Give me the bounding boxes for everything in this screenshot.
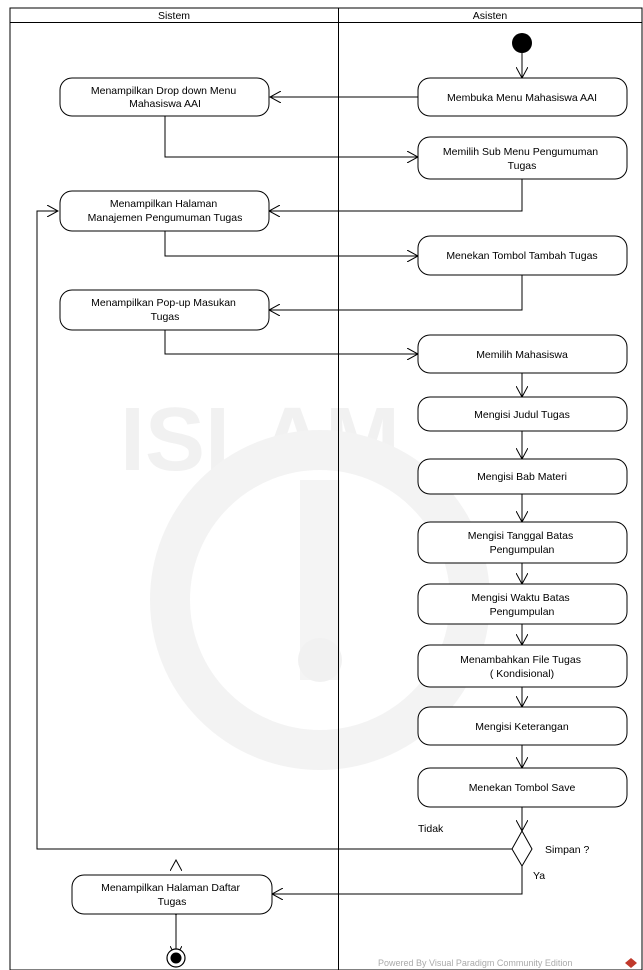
node-open-menu	[417, 77, 628, 117]
edge-manage-page-to-add	[164, 231, 418, 256]
node-add-file	[417, 644, 628, 688]
edge-decision-no-loop	[36, 211, 512, 850]
decision-yes-label: Ya	[533, 870, 545, 882]
node-choose-student-label: Memilih Mahasiswa	[476, 349, 568, 361]
node-show-task-list	[71, 874, 273, 915]
node-press-save-label: Menekan Tombol Save	[469, 782, 576, 794]
edge-decision-yes	[272, 866, 523, 894]
edge-dropdown-to-sub-menu	[164, 116, 418, 157]
node-show-manage-label: Menampilkan Halaman Manajemen Pengumuman…	[88, 198, 243, 224]
node-fill-chapter	[417, 458, 628, 495]
node-fill-title	[417, 396, 628, 432]
node-fill-note	[417, 706, 628, 746]
node-fill-note-label: Mengisi Keterangan	[475, 721, 569, 733]
action-nodes	[59, 77, 628, 915]
action-labels: Menampilkan Drop down Menu Mahasiswa AAI…	[88, 85, 601, 908]
node-add-file-label: Menambahkan File Tugas ( Kondisional)	[460, 654, 584, 680]
node-show-list-label: Menampilkan Halaman Daftar Tugas	[101, 882, 243, 908]
node-open-menu-label: Membuka Menu Mahasiswa AAI	[447, 92, 597, 104]
node-show-popup-label: Menampilkan Pop-up Masukan Tugas	[91, 297, 239, 323]
background-watermark: ISLAM	[120, 390, 490, 770]
node-fill-date-label: Mengisi Tanggal Batas Pengumpulan	[468, 530, 576, 556]
node-dropdown-menu	[59, 77, 270, 117]
node-press-add-label: Menekan Tombol Tambah Tugas	[446, 250, 597, 262]
decision-node	[511, 829, 533, 867]
flow-edges	[36, 53, 523, 915]
edge-add-to-popup	[269, 275, 523, 310]
final-node	[166, 948, 186, 968]
node-fill-time-label: Mengisi Waktu Batas Pengumpulan	[471, 592, 572, 618]
node-fill-time	[417, 583, 628, 625]
lane-asisten-label: Asisten	[473, 10, 508, 22]
decision-no-label: Tidak	[418, 823, 444, 835]
edge-popup-to-choose-student	[164, 330, 418, 354]
node-choose-student	[417, 334, 628, 374]
decision-question: Simpan ?	[545, 844, 590, 856]
node-fill-title-label: Mengisi Judul Tugas	[474, 409, 570, 421]
swimlanes: Sistem Asisten	[9, 7, 643, 970]
node-fill-date	[417, 521, 628, 564]
edge-sub-menu-to-manage-page	[269, 179, 523, 211]
node-press-add-task	[417, 235, 628, 276]
node-dropdown-label: Menampilkan Drop down Menu Mahasiswa AAI	[91, 85, 239, 110]
node-choose-sub-label: Memilih Sub Menu Pengumuman Tugas	[443, 146, 601, 172]
initial-node	[512, 33, 532, 53]
node-show-manage-page	[59, 190, 270, 232]
node-press-save	[417, 767, 628, 808]
lane-sistem-label: Sistem	[158, 10, 190, 22]
node-fill-chapter-label: Mengisi Bab Materi	[477, 471, 567, 483]
visual-paradigm-logo-icon	[625, 958, 637, 968]
node-show-popup	[59, 289, 270, 331]
node-choose-sub-menu	[417, 136, 628, 180]
powered-by-text: Powered By Visual Paradigm Community Edi…	[378, 958, 572, 968]
